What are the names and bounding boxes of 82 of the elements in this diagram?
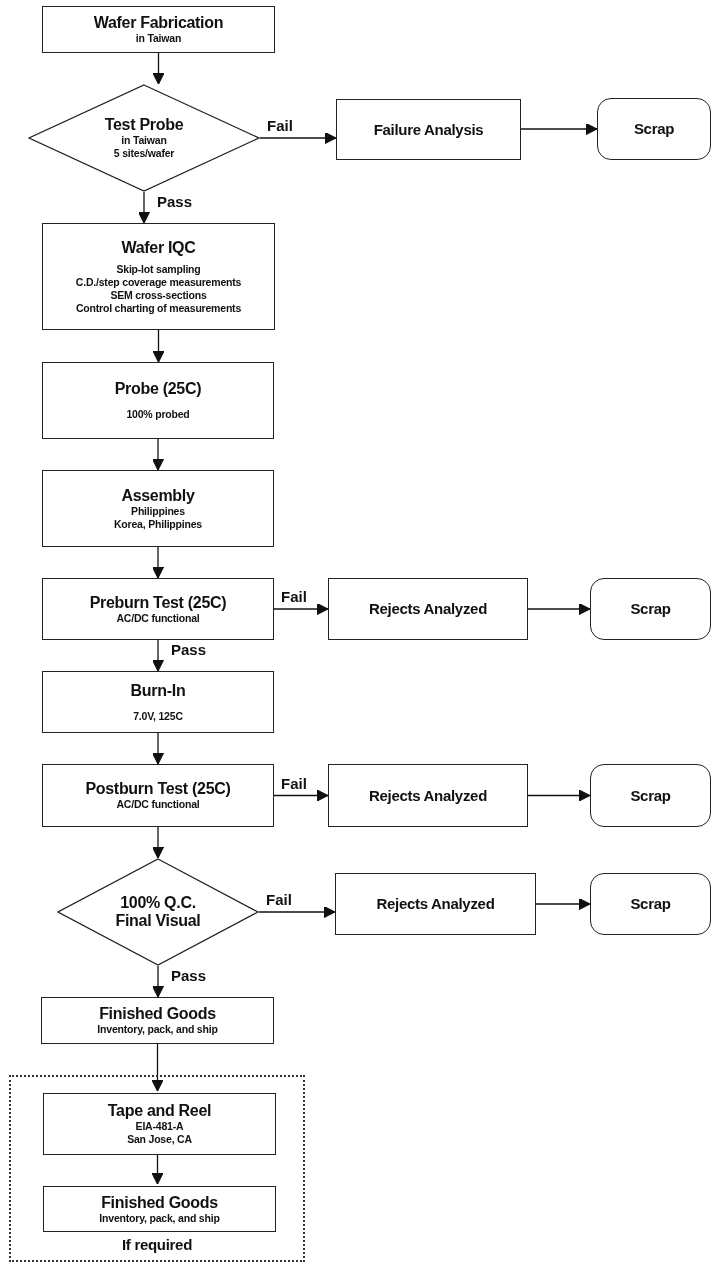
step-title: Burn-In <box>130 681 186 700</box>
arrow <box>520 122 598 136</box>
step-title: Postburn Test (25C) <box>85 780 231 798</box>
step-title: Wafer IQC <box>121 238 196 257</box>
step-detail: in Taiwan <box>121 134 167 147</box>
terminal-box <box>590 764 711 827</box>
process-box <box>328 578 528 640</box>
arrow <box>151 546 165 579</box>
step-detail: Skip-lot sampling <box>116 262 201 276</box>
process-box <box>42 578 274 640</box>
process-box <box>41 997 274 1044</box>
arrow <box>273 602 329 616</box>
step-detail: SEM cross-sections <box>110 288 207 302</box>
step-detail: Control charting of measurements <box>75 301 242 315</box>
process-box <box>42 6 275 53</box>
process-box <box>42 362 274 439</box>
arrow <box>152 329 165 363</box>
terminal-box <box>597 98 711 160</box>
step-detail: AC/DC functional <box>116 798 200 811</box>
step-title: Scrap <box>630 600 671 618</box>
arrow <box>527 789 591 802</box>
arrow <box>258 905 336 919</box>
arrow <box>151 438 165 471</box>
step-title: Scrap <box>633 120 675 138</box>
step-detail: Korea, Philippines <box>114 517 202 531</box>
terminal-box <box>590 873 711 935</box>
terminal-box <box>590 578 711 640</box>
step-title: Preburn Test (25C) <box>89 593 227 612</box>
arrow <box>527 602 591 616</box>
process-box <box>336 99 521 160</box>
step-title: Assembly <box>121 486 195 505</box>
process-box <box>42 223 275 330</box>
process-box <box>328 764 528 827</box>
arrow <box>151 1043 164 1092</box>
step-title: Probe (25C) <box>114 380 202 398</box>
edge-label: Pass <box>156 194 194 210</box>
step-detail: in Taiwan <box>135 32 182 45</box>
step-title: Failure Analysis <box>373 120 484 139</box>
edge-label: Pass <box>170 642 208 658</box>
step-detail: 5 sites/wafer <box>113 147 175 160</box>
step-title: 100% Q.C. Final Visual <box>114 894 202 930</box>
step-title: Scrap <box>630 895 671 913</box>
arrow <box>535 897 591 911</box>
step-detail: AC/DC functional <box>116 611 200 625</box>
step-detail: Philippines <box>131 504 185 518</box>
process-box <box>42 671 274 733</box>
step-detail: 7.0V, 125C <box>133 709 183 723</box>
step-title: Finished Goods <box>101 1193 218 1212</box>
edge-label: Fail <box>266 118 294 134</box>
step-title: Finished Goods <box>99 1005 216 1023</box>
step-title: Rejects Analyzed <box>369 786 487 805</box>
step-title: Wafer Fabrication <box>93 14 224 32</box>
edge-label: Pass <box>170 968 208 984</box>
step-title: Test Probe <box>104 116 184 134</box>
step-detail: Inventory, pack, and ship <box>99 1211 220 1225</box>
arrow <box>151 732 165 765</box>
step-detail: C.D./step coverage measurements <box>75 275 242 289</box>
process-box <box>43 1093 276 1155</box>
step-title: Tape and Reel <box>107 1102 212 1120</box>
arrow <box>151 826 165 859</box>
process-box <box>43 1186 276 1232</box>
step-detail: Inventory, pack, and ship <box>97 1023 218 1036</box>
arrow <box>151 639 165 672</box>
arrow <box>259 131 337 145</box>
arrow <box>152 52 165 85</box>
process-box <box>42 764 274 827</box>
arrow <box>137 191 151 224</box>
edge-label: Fail <box>265 892 293 908</box>
process-box <box>335 873 536 935</box>
step-detail: 100% probed <box>126 408 190 421</box>
step-title: Rejects Analyzed <box>376 895 495 913</box>
arrow <box>151 965 165 998</box>
step-detail: EIA-481-A <box>135 1120 184 1133</box>
edge-label: Fail <box>280 589 308 605</box>
arrow <box>273 789 329 802</box>
step-title: Rejects Analyzed <box>369 600 487 618</box>
step-title: Scrap <box>630 786 671 805</box>
edge-label: Fail <box>280 775 308 792</box>
dotted-group-box <box>9 1075 305 1262</box>
process-box <box>42 470 274 547</box>
step-detail: San Jose, CA <box>127 1133 192 1146</box>
step-title: If required <box>121 1236 192 1254</box>
